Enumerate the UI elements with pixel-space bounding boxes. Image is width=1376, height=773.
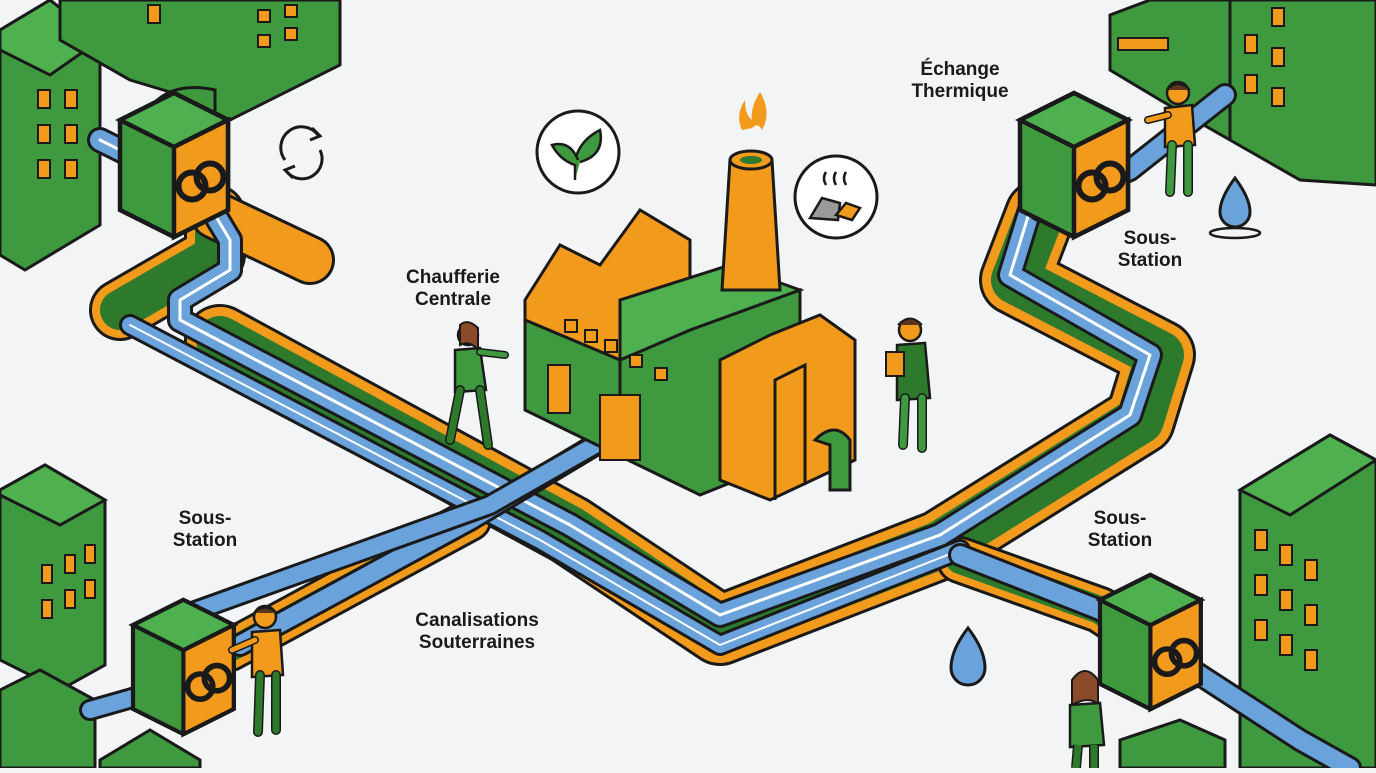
label-chaufferie-centrale: Chaufferie Centrale [388,267,518,311]
leaf-icon [535,109,621,195]
label-line: Station [172,530,238,551]
chimney [720,149,782,292]
label-line: Échange [920,59,1000,80]
label-line: Sous- [1123,228,1177,249]
label-line: Station [1117,250,1183,271]
label-line: Thermique [911,81,1009,102]
central-heating-plant [523,149,857,502]
building-bottom-left [0,463,202,770]
label-line: Canalisations [415,610,539,631]
label-line: Sous- [178,508,232,529]
building-top-left [0,0,103,272]
recycle-icon [279,125,324,181]
building-top-right [1108,0,1376,187]
label-canalisations-souterraines: Canalisations Souterraines [392,610,562,654]
flame-icon [739,92,767,130]
label-sous-station-right-bottom: Sous- Station [1065,508,1175,552]
label-line: Sous- [1093,508,1147,529]
label-line: Station [1087,530,1153,551]
label-sous-station-left: Sous- Station [150,508,260,552]
label-line: Souterraines [418,632,536,653]
coal-icon [793,154,879,240]
heat-exchanger-bottom-right [1100,575,1201,709]
label-line: Chaufferie [406,267,500,288]
person-woman-plant [445,321,509,450]
person-top-right [1144,80,1197,197]
water-drop-icon [949,625,987,687]
label-echange-thermique: Échange Thermique [895,59,1025,103]
label-sous-station-right-top: Sous- Station [1095,228,1205,272]
heat-exchanger-top-right [1020,93,1128,237]
building-bottom-right [1118,433,1376,770]
building-top-left-back [58,0,342,122]
heat-exchanger-top-left [120,86,228,238]
label-line: Centrale [414,289,492,310]
water-drop-icon [1208,175,1262,240]
person-bottom-right [1068,670,1106,769]
person-man-clipboard [885,317,932,453]
person-bottom-left [228,604,285,737]
heat-exchanger-bottom-left [133,600,234,734]
